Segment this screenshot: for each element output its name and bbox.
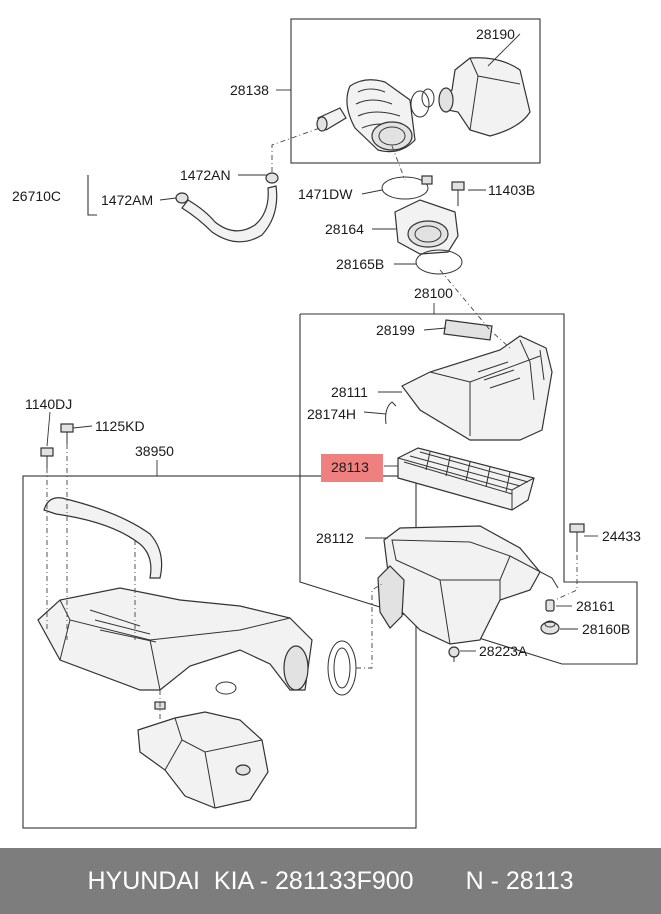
label-28113: 28113 (331, 459, 369, 475)
label-24433: 24433 (602, 528, 641, 544)
label-38950: 38950 (135, 443, 174, 459)
label-1140DJ: 1140DJ (25, 396, 72, 412)
part-breather-hose (175, 172, 279, 243)
part-28161-pin (545, 599, 555, 612)
footer-bar: HYUNDAI KIA - 281133F900 N - 28113 (0, 848, 661, 914)
label-1472AN: 1472AN (180, 167, 231, 183)
label-1125KD: 1125KD (95, 418, 145, 434)
part-28223A-bolt (448, 646, 460, 662)
frame-air-duct (22, 475, 417, 829)
label-28100: 28100 (414, 285, 453, 301)
part-11403B-bolt (451, 181, 465, 206)
part-38950-air-duct (37, 497, 357, 809)
footer-ref: N - 28113 (465, 866, 574, 895)
parts-diagram: 28190 28138 1472AN 26710C 1472AM 1471DW … (12, 18, 641, 829)
assembly-lines (46, 127, 578, 720)
label-1472AM: 1472AM (101, 192, 153, 208)
part-1125KD-bolt (60, 423, 74, 444)
part-28174H-clip (385, 401, 397, 425)
label-28161: 28161 (576, 598, 615, 614)
footer-brand-part: HYUNDAI KIA - 281133F900 (87, 866, 414, 895)
part-28111-cover (401, 335, 553, 441)
label-1471DW: 1471DW (298, 186, 353, 202)
label-28160B: 28160B (582, 621, 630, 637)
part-28138-intake-hose (316, 79, 435, 153)
part-28112-body (377, 525, 559, 645)
part-28199-label (443, 319, 493, 341)
label-28223A: 28223A (479, 643, 528, 659)
highlight-28113 (321, 454, 383, 482)
label-28138: 28138 (230, 82, 269, 98)
label-26710C: 26710C (12, 188, 61, 204)
part-28164-housing (394, 199, 459, 255)
frame-air-cleaner (299, 313, 638, 665)
label-11403B: 11403B (488, 182, 535, 198)
part-labels: 28190 28138 1472AN 26710C 1472AM 1471DW … (12, 26, 641, 659)
part-24433-bolt (569, 523, 585, 552)
label-28190: 28190 (476, 26, 515, 42)
label-28199: 28199 (376, 322, 415, 338)
label-28165B: 28165B (336, 256, 384, 272)
frame-air-intake (290, 18, 541, 164)
label-28112: 28112 (316, 530, 354, 546)
part-1140DJ-bolt (40, 447, 54, 468)
part-28165B-gasket (415, 249, 463, 275)
label-28174H: 28174H (307, 406, 356, 422)
part-28190-resonator (438, 57, 531, 137)
part-28113-filter (397, 447, 535, 511)
part-1471DW-clamp (381, 175, 433, 200)
label-28164: 28164 (325, 221, 364, 237)
part-28160B-grommet (540, 620, 560, 635)
label-28111: 28111 (331, 384, 368, 400)
bracket-26710C (87, 175, 97, 216)
leader-lines (46, 33, 598, 652)
